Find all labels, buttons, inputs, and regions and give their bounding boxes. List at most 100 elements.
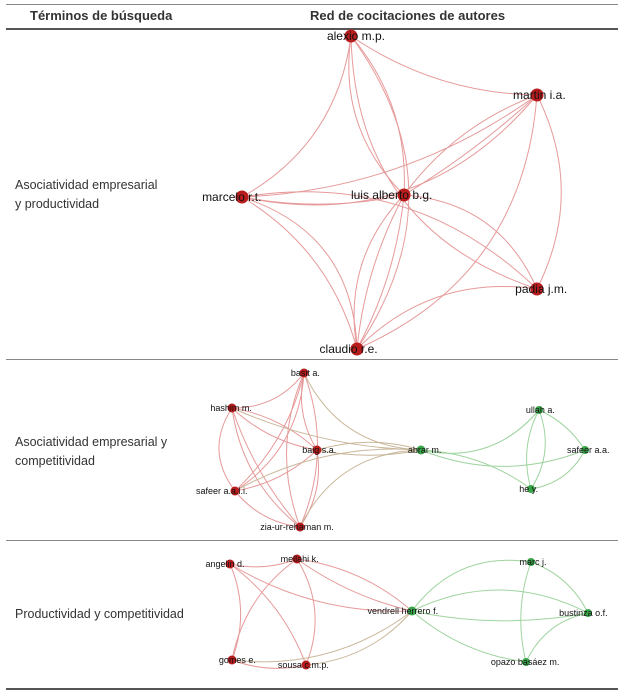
node-abrar: abrar m. <box>408 445 442 455</box>
node-angelin: angelin d. <box>205 559 244 569</box>
node-dot-claudio <box>350 342 364 356</box>
node-dot-mellahi <box>292 554 302 564</box>
term-row-3-line1: Productividad y competitividad <box>15 607 184 621</box>
node-label-hashim: hashim m. <box>210 403 252 413</box>
edge-luis-claudio <box>356 194 405 350</box>
node-label-luis: luis alberto b.g. <box>351 188 432 202</box>
node-dot-zia <box>295 522 305 532</box>
column-header-terms: Términos de búsqueda <box>30 8 173 23</box>
node-hashim: hashim m. <box>210 403 252 413</box>
node-label-vendrell: vendrell herrero f. <box>368 606 439 616</box>
node-label-sousa: sousa c.m.p. <box>278 660 329 670</box>
edge-vendrell-opazo <box>411 610 527 663</box>
node-label-abrar: abrar m. <box>408 445 442 455</box>
edge-basit-baig <box>300 372 318 451</box>
edge-abrar-safeer2 <box>420 449 586 467</box>
edge-martin-claudio <box>356 94 538 350</box>
term-row-2: Asociatividad empresarial y competitivid… <box>15 433 185 471</box>
node-he: he y. <box>519 484 538 494</box>
edge-abrar-he <box>420 449 532 490</box>
row-divider-1 <box>6 359 618 360</box>
node-safeer: safeer a.a.l.i. <box>196 486 248 496</box>
node-marc: marc j. <box>520 557 547 567</box>
edge-zia-abrar <box>299 449 422 528</box>
edge-angelin-sousa <box>229 563 307 666</box>
node-padia: padia j.m. <box>515 282 567 296</box>
edge-mellahi-vendrell <box>296 558 413 612</box>
edge-vendrell-bustinza <box>411 589 589 614</box>
node-label-basit: basit a. <box>291 368 320 378</box>
edge-angelin-mellahi <box>229 558 298 568</box>
node-marcelo: marcelo r.t. <box>202 190 261 204</box>
edge-angelin-gomes <box>229 563 242 661</box>
node-bustinza: bustinza o.f. <box>559 608 608 618</box>
node-label-safeer: safeer a.a.l.i. <box>196 486 248 496</box>
edge-baig-abrar <box>316 449 422 456</box>
node-basit: basit a. <box>291 368 320 378</box>
node-dot-alexio <box>344 29 358 43</box>
node-mellahi: mellahi k. <box>281 554 319 564</box>
edge-he-safeer2 <box>530 449 586 490</box>
edge-hashim-baig <box>231 407 318 451</box>
edge-vendrell-bustinza <box>411 610 589 622</box>
node-label-ullah: ullah a. <box>526 405 555 415</box>
edge-marcelo-martin <box>241 94 538 198</box>
term-row-2-line1: Asociatividad empresarial y <box>15 435 168 449</box>
node-zia: zia-ur-rehaman m. <box>260 522 334 532</box>
node-luis: luis alberto b.g. <box>351 188 432 202</box>
term-row-2-line2: competitividad <box>15 454 95 468</box>
edge-mellahi-gomes <box>231 558 298 661</box>
node-safeer2: safeer a.a. <box>567 445 610 455</box>
node-dot-gomes <box>227 655 237 665</box>
edge-marcelo-claudio <box>241 196 358 350</box>
node-label-claudio: claudio r.e. <box>320 342 378 356</box>
node-dot-he <box>527 485 535 493</box>
node-label-bustinza: bustinza o.f. <box>559 608 608 618</box>
top-rule <box>6 4 618 5</box>
node-dot-martin <box>530 88 544 102</box>
edge-ullah-he <box>530 409 546 490</box>
node-baig: baig s.a. <box>302 445 336 455</box>
node-label-alexio: alexio m.p. <box>327 29 385 43</box>
edge-luis-claudio <box>356 194 405 350</box>
node-label-marcelo: marcelo r.t. <box>202 190 261 204</box>
edge-vendrell-marc <box>411 559 532 612</box>
edge-mellahi-vendrell <box>296 558 413 612</box>
edge-ullah-he <box>526 409 540 490</box>
node-dot-sousa <box>301 660 311 670</box>
edge-luis-claudio <box>353 194 405 350</box>
node-sousa: sousa c.m.p. <box>278 660 329 670</box>
node-label-mellahi: mellahi k. <box>281 554 319 564</box>
edge-hashim-baig <box>231 407 318 451</box>
node-label-martin: martin i.a. <box>513 88 566 102</box>
edge-safeer-zia <box>234 490 301 528</box>
edge-alexio-luis <box>350 35 405 196</box>
bottom-rule <box>6 688 618 690</box>
node-dot-angelin <box>225 559 235 569</box>
edge-basit-safeer <box>234 372 305 492</box>
node-dot-marcelo <box>235 190 249 204</box>
edge-marc-opazo <box>520 561 532 663</box>
term-row-1-line2: y productividad <box>15 197 100 211</box>
node-dot-padia <box>530 282 544 296</box>
edge-hashim-zia <box>231 407 301 528</box>
edge-marcelo-padia <box>241 191 538 290</box>
node-label-he: he y. <box>519 484 538 494</box>
node-dot-baig <box>312 445 322 455</box>
node-dot-abrar <box>416 445 426 455</box>
edge-martin-padia <box>536 94 562 290</box>
term-row-1-line1: Asociatividad empresarial <box>15 178 158 192</box>
network-edges <box>218 35 589 669</box>
node-label-marc: marc j. <box>520 557 547 567</box>
edge-hashim-basit <box>231 372 305 409</box>
term-row-1: Asociatividad empresarial y productivida… <box>15 176 185 214</box>
node-dot-safeer2 <box>581 446 589 454</box>
edge-zia-hashim <box>231 407 301 528</box>
node-label-zia: zia-ur-rehaman m. <box>260 522 334 532</box>
edge-luis-martin <box>403 94 538 196</box>
edge-bustinza-opazo <box>525 612 589 663</box>
edge-marcelo-luis <box>241 194 405 205</box>
node-dot-vendrell <box>407 606 417 616</box>
node-gomes: gomes e. <box>219 655 256 665</box>
